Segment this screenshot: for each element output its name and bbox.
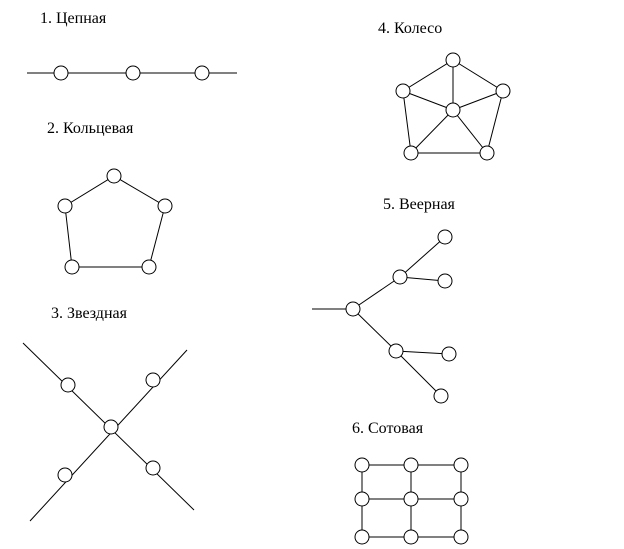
- fan-edge: [352, 308, 397, 352]
- star-title: 3. Звездная: [51, 305, 128, 322]
- wheel-node: [479, 145, 495, 161]
- star-center-node: [103, 419, 119, 435]
- fan-node: [437, 273, 453, 289]
- wheel-spoke-edge: [452, 90, 504, 111]
- cellular-node: [354, 491, 370, 507]
- star-node: [145, 460, 161, 476]
- star-node: [145, 372, 161, 388]
- ring-node: [57, 198, 73, 214]
- cellular-node: [403, 457, 419, 473]
- wheel-hub-node: [445, 102, 461, 118]
- cellular-node: [354, 457, 370, 473]
- fan-edge: [399, 236, 446, 278]
- cellular-topology: [354, 457, 469, 545]
- cellular-title: 6. Сотовая: [352, 420, 424, 437]
- wheel-node: [403, 145, 419, 161]
- fan-node: [392, 269, 408, 285]
- cellular-node: [453, 491, 469, 507]
- chain-title: 1. Цепная: [40, 10, 107, 27]
- fan-topology: [312, 229, 457, 404]
- cellular-node: [453, 457, 469, 473]
- cellular-node: [453, 529, 469, 545]
- ring-edge: [64, 175, 166, 268]
- star-edge: [29, 349, 188, 522]
- cellular-node: [354, 529, 370, 545]
- wheel-node: [395, 83, 411, 99]
- fan-node: [441, 346, 457, 362]
- chain-node: [125, 65, 141, 81]
- wheel-node: [495, 83, 511, 99]
- wheel-spoke-edge: [452, 109, 488, 154]
- fan-node: [433, 388, 449, 404]
- wheel-spoke-edge: [410, 109, 454, 154]
- wheel-node: [445, 52, 461, 68]
- fan-root-node: [345, 301, 361, 317]
- chain-topology: [27, 65, 237, 81]
- fan-edge: [395, 350, 442, 397]
- star-node: [60, 377, 76, 393]
- wheel-spoke-edge: [402, 90, 454, 111]
- ring-topology: [57, 168, 173, 275]
- fan-edge: [399, 276, 446, 282]
- fan-node: [437, 229, 453, 245]
- ring-node: [141, 259, 157, 275]
- chain-node: [53, 65, 69, 81]
- cellular-node: [403, 529, 419, 545]
- chain-node: [194, 65, 210, 81]
- fan-title: 5. Веерная: [383, 196, 456, 213]
- wheel-topology: [395, 52, 511, 161]
- fan-node: [388, 343, 404, 359]
- ring-title: 2. Кольцевая: [47, 120, 134, 137]
- ring-node: [157, 198, 173, 214]
- ring-node: [106, 168, 122, 184]
- ring-node: [64, 259, 80, 275]
- fan-edge: [352, 276, 401, 310]
- star-topology: [22, 342, 195, 522]
- wheel-rim-edge: [402, 59, 504, 154]
- wheel-title: 4. Колесо: [378, 20, 442, 37]
- fan-edge: [395, 350, 450, 355]
- cellular-node: [403, 491, 419, 507]
- star-node: [57, 467, 73, 483]
